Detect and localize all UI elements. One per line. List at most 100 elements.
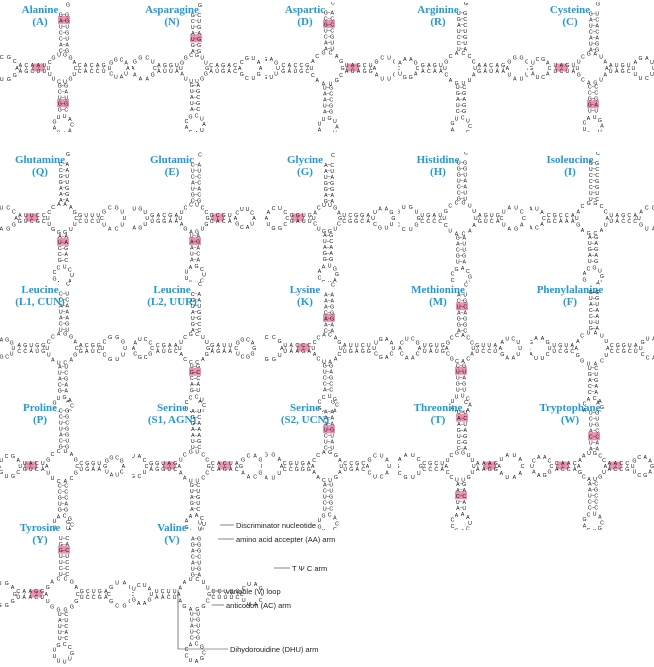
svg-text:G: G bbox=[463, 299, 467, 305]
svg-text:C: C bbox=[78, 63, 82, 69]
svg-text:C: C bbox=[511, 337, 515, 343]
svg-text:G: G bbox=[191, 543, 195, 549]
svg-text:C: C bbox=[549, 464, 553, 470]
svg-text:A: A bbox=[155, 595, 159, 601]
amino-acid-code: (A) bbox=[32, 16, 48, 28]
svg-text:C: C bbox=[161, 589, 165, 595]
svg-text:G: G bbox=[324, 199, 328, 205]
svg-text:C: C bbox=[464, 283, 468, 289]
svg-text:G: G bbox=[65, 433, 69, 439]
svg-text:A: A bbox=[404, 453, 408, 459]
svg-text:A: A bbox=[64, 479, 68, 485]
svg-text:G: G bbox=[462, 109, 466, 115]
svg-text:A: A bbox=[648, 458, 652, 464]
svg-text:G: G bbox=[23, 467, 27, 473]
svg-text:U: U bbox=[564, 343, 568, 349]
svg-text:A: A bbox=[589, 35, 593, 41]
cloverleaf-diagram: UCAAUCAUCCACAGACAAGAGCGAAAAACCCACGCAAAUU… bbox=[265, 282, 395, 412]
svg-text:G: G bbox=[333, 397, 337, 403]
svg-text:C: C bbox=[144, 337, 148, 343]
svg-text:G: G bbox=[329, 494, 333, 500]
svg-text:C: C bbox=[59, 162, 63, 168]
svg-text:A: A bbox=[65, 162, 69, 168]
svg-text:A: A bbox=[530, 352, 533, 358]
svg-text:C: C bbox=[64, 495, 68, 501]
svg-text:C: C bbox=[190, 376, 194, 382]
svg-text:A: A bbox=[330, 175, 334, 181]
svg-text:U: U bbox=[639, 76, 643, 82]
svg-text:A: A bbox=[497, 464, 501, 470]
svg-text:G: G bbox=[639, 223, 643, 229]
svg-text:G: G bbox=[598, 411, 602, 412]
svg-text:G: G bbox=[64, 507, 68, 513]
svg-text:A: A bbox=[595, 326, 599, 332]
svg-text:A: A bbox=[633, 213, 637, 219]
svg-text:G: G bbox=[59, 174, 63, 180]
svg-text:G: G bbox=[66, 2, 70, 8]
cloverleaf-diagram: CGACUAUUCCAGGAUUGCAAAUAACCUCCUGGGUUAGCAC… bbox=[0, 282, 127, 412]
svg-text:U: U bbox=[577, 60, 581, 66]
svg-text:A: A bbox=[323, 92, 327, 98]
svg-text:C: C bbox=[594, 481, 598, 487]
svg-text:A: A bbox=[456, 242, 460, 248]
svg-text:C: C bbox=[64, 483, 68, 489]
cloverleaf-diagram: AUACGAGUACGGCCCUUUGCGCCCCUGGCAAACACAGCCG… bbox=[530, 152, 654, 282]
svg-text:U: U bbox=[58, 96, 62, 102]
svg-text:C: C bbox=[206, 599, 210, 605]
svg-text:A: A bbox=[414, 72, 418, 78]
svg-text:A: A bbox=[462, 236, 466, 242]
svg-text:A: A bbox=[500, 471, 504, 477]
svg-text:U: U bbox=[59, 572, 63, 578]
svg-text:G: G bbox=[588, 97, 592, 103]
svg-text:U: U bbox=[51, 476, 55, 482]
svg-text:A: A bbox=[543, 455, 547, 461]
svg-text:G: G bbox=[463, 317, 467, 323]
svg-text:C: C bbox=[581, 55, 585, 61]
amino-acid-name: Proline bbox=[22, 402, 57, 414]
cloverleaf-diagram: CUGUCUUUCGUGGAGCAAUCGCUUGAGGGUUUAUACCGAA… bbox=[0, 2, 130, 132]
svg-text:U: U bbox=[191, 304, 195, 310]
svg-text:C: C bbox=[197, 13, 201, 19]
svg-text:A: A bbox=[466, 515, 470, 521]
svg-text:U: U bbox=[355, 343, 359, 349]
svg-text:A: A bbox=[324, 46, 328, 52]
svg-text:C: C bbox=[185, 400, 189, 406]
svg-text:U: U bbox=[589, 411, 593, 417]
svg-text:U: U bbox=[525, 72, 528, 78]
svg-text:A: A bbox=[45, 464, 49, 470]
svg-text:U: U bbox=[637, 216, 641, 222]
svg-text:A: A bbox=[595, 23, 599, 29]
svg-text:C: C bbox=[196, 577, 200, 583]
svg-text:C: C bbox=[92, 595, 96, 601]
svg-text:A: A bbox=[594, 241, 598, 247]
svg-text:U: U bbox=[189, 79, 193, 85]
svg-text:U: U bbox=[593, 529, 597, 530]
svg-text:U: U bbox=[200, 409, 204, 412]
svg-text:C: C bbox=[455, 333, 459, 339]
svg-text:G: G bbox=[421, 63, 425, 69]
svg-text:U: U bbox=[246, 207, 250, 213]
svg-text:U: U bbox=[423, 343, 427, 349]
svg-text:C: C bbox=[328, 333, 332, 339]
svg-text:A: A bbox=[330, 410, 334, 416]
svg-text:C: C bbox=[68, 410, 72, 412]
svg-text:A: A bbox=[198, 400, 202, 405]
svg-text:A: A bbox=[322, 333, 326, 339]
svg-text:G: G bbox=[138, 207, 142, 213]
svg-text:C: C bbox=[76, 592, 80, 598]
amino-acid-code: (C) bbox=[562, 16, 578, 28]
svg-text:C: C bbox=[343, 461, 347, 467]
svg-text:U: U bbox=[57, 360, 61, 366]
svg-text:C: C bbox=[593, 396, 597, 402]
svg-text:U: U bbox=[235, 589, 239, 595]
svg-text:G: G bbox=[331, 400, 335, 406]
svg-text:C: C bbox=[641, 352, 645, 358]
svg-text:A: A bbox=[132, 66, 135, 72]
svg-text:A: A bbox=[496, 219, 500, 225]
svg-text:U: U bbox=[204, 60, 208, 66]
svg-text:A: A bbox=[577, 209, 581, 215]
svg-text:A: A bbox=[0, 337, 4, 343]
svg-text:C: C bbox=[582, 474, 586, 480]
svg-text:C: C bbox=[446, 470, 450, 476]
svg-text:G: G bbox=[138, 355, 142, 361]
